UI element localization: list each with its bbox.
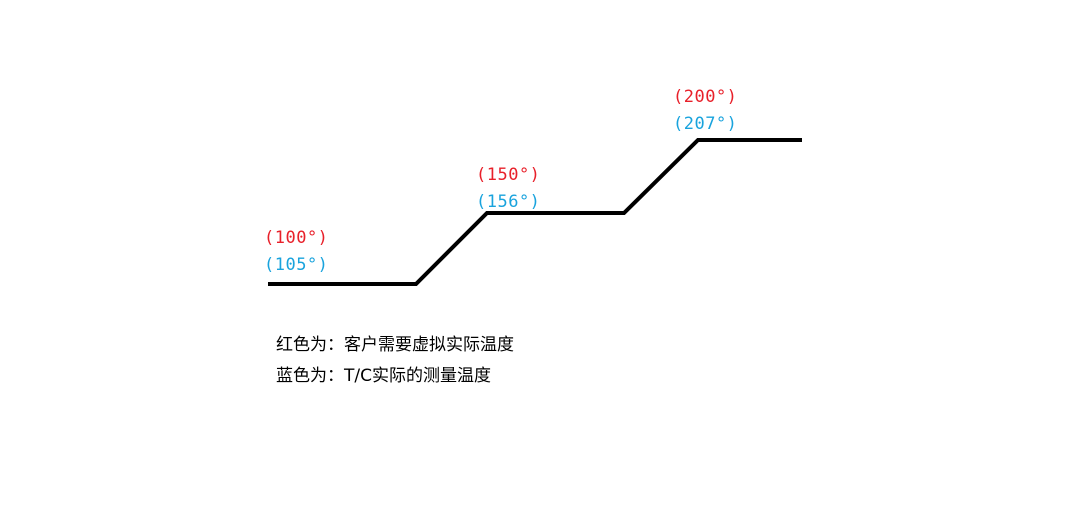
step-1-actual-label: (105°) bbox=[264, 255, 329, 275]
step-1-target-label: (100°) bbox=[264, 228, 329, 248]
temperature-profile-line bbox=[268, 138, 802, 286]
step-3-target-label: (200°) bbox=[673, 87, 738, 107]
step-2-actual-label: (156°) bbox=[476, 192, 541, 212]
step-2-target-label: (150°) bbox=[476, 165, 541, 185]
legend-blue-description: 蓝色为：T/C实际的测量温度 bbox=[276, 366, 491, 386]
step-3-actual-label: (207°) bbox=[673, 114, 738, 134]
legend-red-description: 红色为：客户需要虚拟实际温度 bbox=[276, 335, 514, 355]
